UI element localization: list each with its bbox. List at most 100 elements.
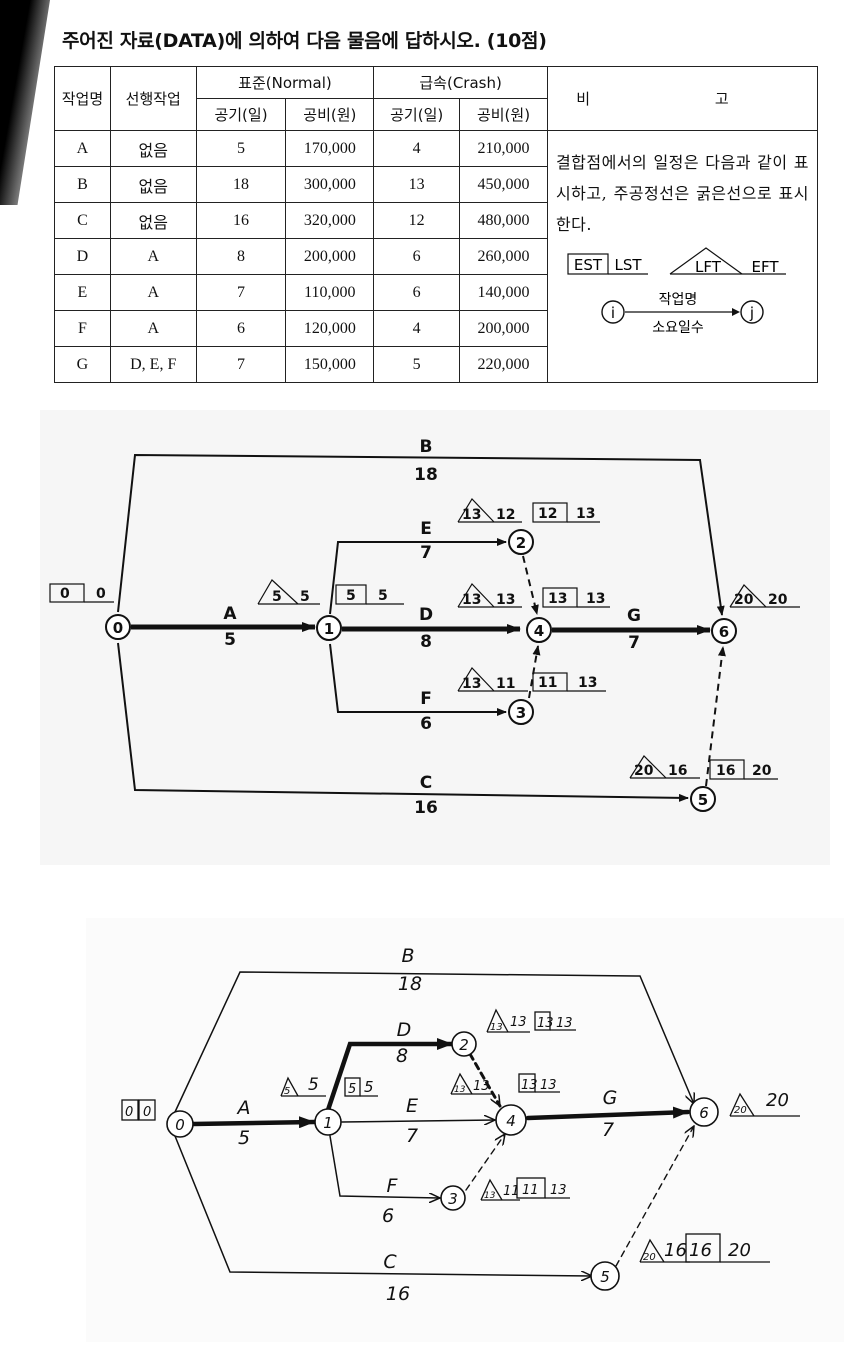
table-row: G D, E, F 7 150,000 5 220,000 (54, 346, 818, 383)
d1-n5-lst: 20 (752, 763, 772, 779)
cell-crash-cost: 140,000 (459, 274, 548, 311)
d2-label-a: A (236, 1097, 251, 1119)
legend-arrowhead (731, 308, 740, 316)
d2-n4-lst: 13 (540, 1078, 557, 1093)
d1-n2-eft: 12 (496, 507, 515, 523)
d2-dur-c: 16 (386, 1283, 410, 1305)
legend-est-box (567, 253, 609, 275)
legend-eft: EFT (751, 258, 779, 276)
header-normal-duration: 공기(일) (195, 98, 287, 131)
d1-node-4-label: 4 (534, 622, 544, 640)
d2-dur-e: 7 (406, 1125, 418, 1147)
cell-normal-duration: 8 (195, 238, 287, 275)
legend-est: EST (574, 256, 603, 274)
cell-crash-duration: 4 (373, 130, 461, 167)
cell-crash-duration: 4 (373, 310, 461, 347)
cell-normal-cost: 150,000 (285, 346, 375, 383)
d1-dur-b: 18 (414, 465, 438, 485)
d1-n0-lst: 0 (96, 586, 106, 602)
d1-node-5 (690, 786, 716, 812)
d1-n4-lft: 13 (462, 592, 481, 608)
d2-n1-est: 5 (348, 1082, 356, 1097)
d1-n4-eft: 13 (496, 592, 515, 608)
d1-n5-est: 16 (716, 763, 735, 779)
d2-node-5-label: 5 (600, 1268, 610, 1286)
d2-n6-eft: 20 (766, 1090, 789, 1111)
d2-n0-lst: 0 (143, 1105, 151, 1120)
d1-node-4 (526, 617, 552, 643)
cell-crash-cost: 480,000 (459, 202, 548, 239)
d1-n4-lst: 13 (586, 591, 605, 607)
d2-label-d: D (397, 1019, 412, 1041)
d2-label-g: G (603, 1087, 618, 1109)
d1-n3-eft: 11 (496, 676, 515, 692)
d2-arrow-a (190, 1116, 317, 1129)
d2-dummy-2-4 (468, 1052, 502, 1106)
d2-node-5 (590, 1261, 620, 1291)
legend-node-j (740, 300, 764, 324)
d1-node-2-label: 2 (516, 534, 526, 552)
d2-n4-est: 13 (521, 1078, 538, 1093)
cell-task: C (54, 202, 111, 239)
d1-n6-lft: 20 (734, 592, 754, 608)
legend-node-i-label: i (611, 304, 615, 322)
d2-node-3 (440, 1185, 466, 1211)
d1-n1-lft: 5 (272, 589, 282, 605)
d2-n5-lft: 20 (643, 1252, 656, 1263)
d1-dur-e: 7 (420, 543, 432, 563)
d2-n6-lft: 20 (734, 1105, 747, 1116)
d1-n1-est: 5 (346, 588, 356, 604)
d2-node-6-label: 6 (699, 1104, 709, 1122)
d1-arrow-b (117, 453, 725, 616)
cell-pred: D, E, F (109, 346, 197, 383)
remarks-note: 결합점에서의 일정은 다음과 같이 표시하고, 주공정선은 굵은선으로 표시한다… (555, 153, 809, 234)
d1-label-d: D (419, 605, 433, 625)
legend-node-i (601, 300, 625, 324)
cell-normal-duration: 7 (195, 274, 287, 311)
cell-task: G (54, 346, 111, 383)
d1-label-e: E (420, 519, 432, 539)
d1-dummy-3-4 (528, 645, 541, 699)
d2-dur-f: 6 (382, 1205, 394, 1227)
d2-n2-lft: 13 (490, 1022, 503, 1033)
d2-n4-lft: 13 (454, 1085, 466, 1095)
cell-normal-cost: 110,000 (285, 274, 375, 311)
cell-crash-cost: 200,000 (459, 310, 548, 347)
legend-lst: LST (614, 256, 642, 274)
d2-arrow-f (329, 1135, 440, 1198)
d2-node-1-label: 1 (323, 1114, 333, 1132)
d1-n5-lft: 20 (634, 763, 654, 779)
d1-dur-c: 16 (414, 798, 438, 818)
d2-dur-d: 8 (396, 1045, 408, 1067)
d2-dummy-3-4 (465, 1134, 505, 1191)
d2-dur-g: 7 (602, 1119, 614, 1141)
cell-task: B (54, 166, 111, 203)
d2-n1-lst: 5 (364, 1078, 374, 1096)
d2-node-4 (495, 1104, 527, 1136)
cell-normal-duration: 16 (195, 202, 287, 239)
cell-pred: A (109, 238, 197, 275)
legend-triangle (669, 247, 743, 275)
d1-n1-eft: 5 (300, 589, 310, 605)
d2-n5-eft: 16 (664, 1240, 687, 1261)
cell-normal-cost: 300,000 (285, 166, 375, 203)
d1-dur-g: 7 (628, 633, 640, 653)
activity-table: 작업명 선행작업 표준(Normal) 급속(Crash) 비 고 공기(일) … (54, 66, 819, 383)
d2-n2-lst: 13 (556, 1016, 573, 1031)
d2-node-0-label: 0 (175, 1116, 185, 1134)
cell-crash-cost: 260,000 (459, 238, 548, 275)
legend-figure: EST LST LFT EFT i 작업명 소요일수 j (567, 247, 786, 336)
cell-normal-cost: 120,000 (285, 310, 375, 347)
d1-n3-lft: 13 (462, 676, 481, 692)
d2-arrow-d (325, 1038, 455, 1113)
header-normal-cost: 공비(원) (285, 98, 375, 131)
d2-node-6 (689, 1097, 719, 1127)
d2-n4-eft: 13 (473, 1079, 490, 1094)
cell-crash-duration: 13 (373, 166, 461, 203)
cell-normal-cost: 200,000 (285, 238, 375, 275)
d2-dur-b: 18 (398, 973, 422, 995)
d2-n1-lft: 5 (284, 1086, 290, 1097)
d2-n2-est: 13 (537, 1016, 554, 1031)
cell-crash-cost: 210,000 (459, 130, 548, 167)
d2-node-1 (314, 1108, 342, 1136)
